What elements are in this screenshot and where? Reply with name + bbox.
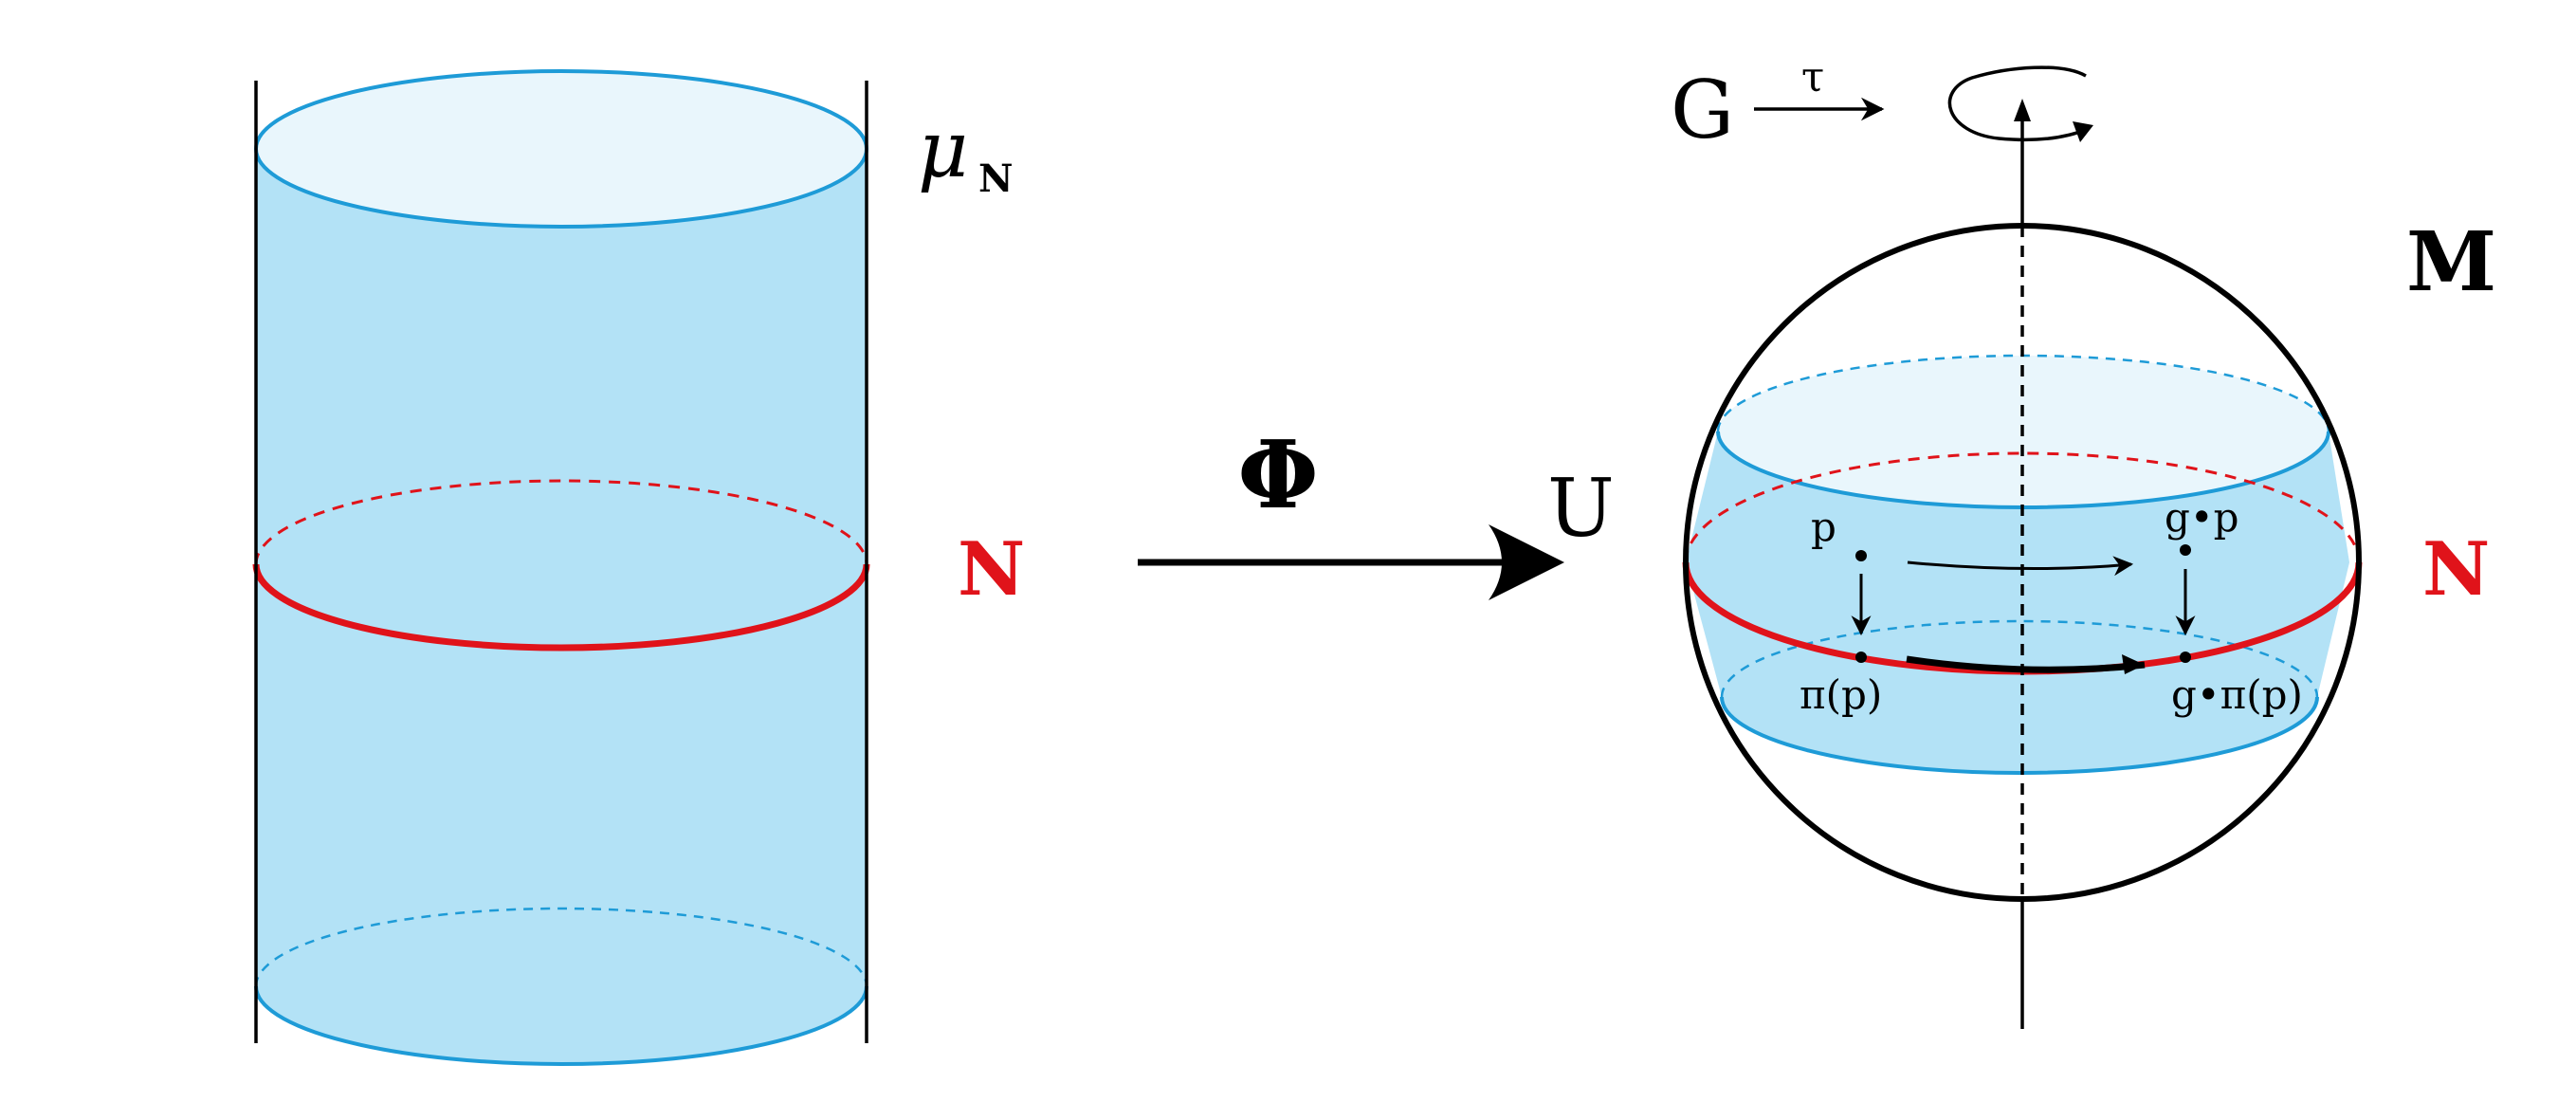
tau-label: τ: [1801, 53, 1824, 101]
axis-arrowhead: [2014, 99, 2031, 121]
sphere-equator-back: [1684, 451, 2361, 563]
cylinder: [252, 69, 870, 1066]
mu-label: μ: [918, 105, 968, 195]
g-label: G: [1671, 64, 1734, 156]
rotation-arrowhead: [2073, 121, 2093, 142]
rotation-icon: [1947, 65, 2089, 142]
m-label: M: [2406, 214, 2496, 310]
phi-arrowhead: [1489, 524, 1564, 600]
g-pi-p-label: g•π(p): [2171, 671, 2303, 718]
cylinder-bottom-back: [254, 907, 868, 987]
pi-p-label: π(p): [1800, 671, 1882, 718]
cylinder-top-ellipse: [254, 69, 868, 229]
u-label: U: [1547, 462, 1615, 555]
gp-label: g•p: [2165, 494, 2239, 541]
orbit-diagram: [1851, 544, 2196, 663]
point-g-pi-p: [2180, 652, 2191, 663]
cylinder-bottom-front: [254, 985, 868, 1066]
band-bottom-front: [1720, 696, 2319, 775]
point-pi-p: [1855, 652, 1867, 663]
cylinder-body: [256, 71, 867, 1064]
equator-orbit-arrowhead: [2122, 654, 2145, 674]
n-left-label: N: [958, 526, 1025, 613]
mu-subscript: N: [978, 156, 1014, 201]
p-label: p: [1811, 504, 1836, 550]
point-p: [1855, 550, 1867, 561]
equator-orbit-arc: [1906, 655, 2146, 673]
sphere-band: [1686, 431, 2349, 773]
band-bottom-back: [1720, 619, 2319, 698]
cylinder-equator-back: [254, 479, 868, 565]
action-arrow: [1907, 556, 2134, 577]
cylinder-equator-front: [252, 563, 870, 652]
sphere: [1682, 65, 2363, 1029]
point-gp: [2180, 544, 2191, 556]
phi-arrow: [1138, 524, 1564, 600]
phi-label: Φ: [1237, 421, 1318, 530]
n-right-label: N: [2422, 526, 2490, 613]
